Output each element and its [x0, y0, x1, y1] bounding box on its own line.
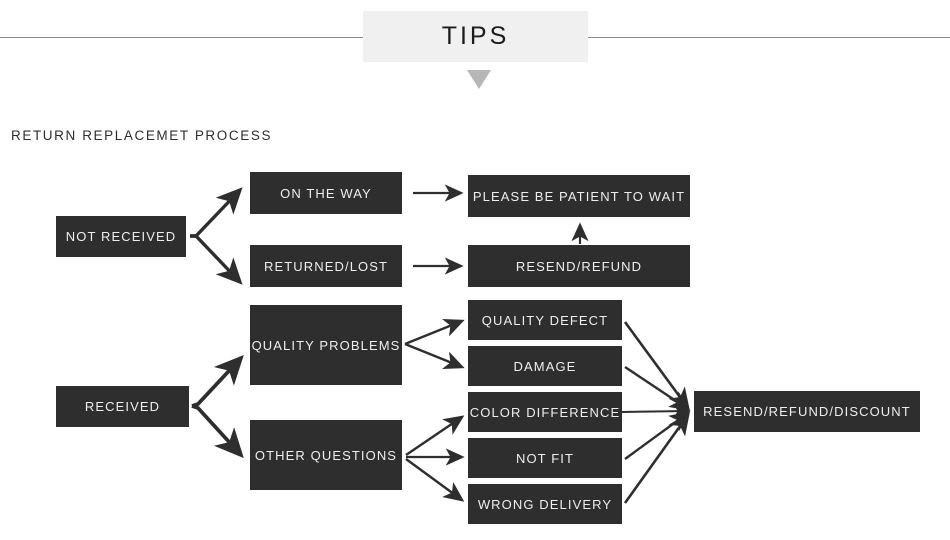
- edge-color-difference-resend-refund-discount: [621, 403, 691, 420]
- node-received[interactable]: RECEIVED: [56, 386, 189, 427]
- node-quality-defect[interactable]: QUALITY DEFECT: [468, 300, 622, 340]
- edge-quality-defect-resend-refund-discount: [623, 321, 690, 411]
- edge-not-fit-resend-refund-discount: [624, 411, 691, 460]
- node-quality-problems[interactable]: QUALITY PROBLEMS: [250, 305, 402, 385]
- section-title: RETURN REPLACEMET PROCESS: [11, 128, 273, 143]
- node-not-received[interactable]: NOT RECEIVED: [56, 216, 186, 257]
- edge-other-questions-wrong-delivery: [405, 458, 465, 502]
- tips-header-box: TIPS: [363, 11, 588, 62]
- edge-quality-problems-damage: [404, 342, 465, 370]
- page-title: TIPS: [441, 22, 510, 50]
- edge-not-received-on-the-way: [190, 187, 243, 238]
- node-wrong-delivery[interactable]: WRONG DELIVERY: [468, 484, 622, 524]
- edge-received-quality-problems: [191, 354, 244, 408]
- edge-not-received-returned-lost: [190, 234, 243, 285]
- triangle-down-icon: [467, 70, 491, 89]
- node-color-difference[interactable]: COLOR DIFFERENCE: [468, 392, 622, 432]
- node-please-be-patient-to-wait[interactable]: PLEASE BE PATIENT TO WAIT: [468, 175, 690, 217]
- node-on-the-way[interactable]: ON THE WAY: [250, 172, 402, 214]
- node-resend-refund[interactable]: RESEND/REFUND: [468, 245, 690, 287]
- node-resend-refund-discount[interactable]: RESEND/REFUND/DISCOUNT: [694, 391, 920, 432]
- node-other-questions[interactable]: OTHER QUESTIONS: [250, 420, 402, 490]
- edge-received-other-questions: [191, 404, 244, 459]
- edge-damage-resend-refund-discount: [624, 366, 691, 411]
- edge-quality-problems-quality-defect: [404, 318, 465, 346]
- edge-other-questions-color-difference: [405, 415, 465, 456]
- edge-wrong-delivery-resend-refund-discount: [623, 412, 690, 504]
- node-not-fit[interactable]: NOT FIT: [468, 438, 622, 478]
- node-damage[interactable]: DAMAGE: [468, 346, 622, 386]
- node-returned-lost[interactable]: RETURNED/LOST: [250, 245, 402, 287]
